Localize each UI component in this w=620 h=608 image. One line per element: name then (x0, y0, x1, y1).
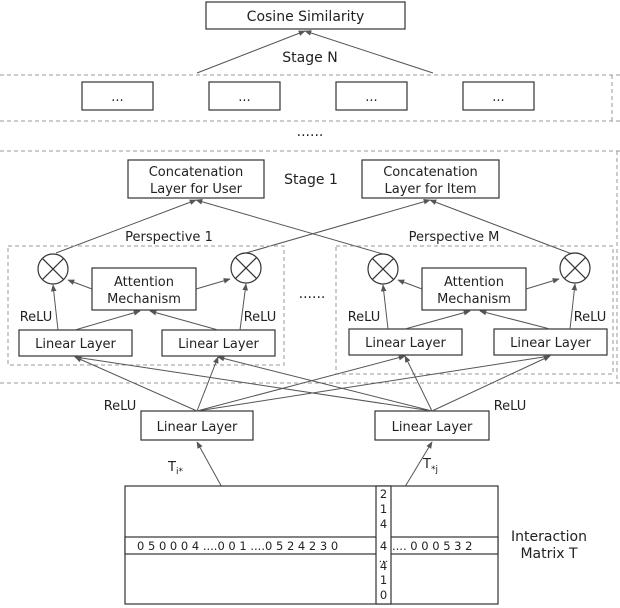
cosine-similarity-label: Cosine Similarity (247, 9, 365, 25)
linear-layer-p1-right: Linear Layer (161, 329, 276, 357)
t-row-label: Ti* (167, 460, 183, 477)
stage-n-box-2: ... (208, 81, 281, 111)
relu-label-p1-left: ReLU (20, 310, 53, 325)
interaction-matrix (124, 485, 499, 605)
multiply-node-3 (367, 253, 399, 285)
linear-layer-pm-right: Linear Layer (493, 328, 608, 356)
matrix-column-band (375, 485, 392, 605)
svg-text:Mechanism: Mechanism (107, 292, 181, 307)
svg-text:4: 4 (380, 539, 387, 553)
matrix-column-values: 2 1 4 4 ... 4 1 0 (379, 487, 389, 602)
t-col-label: T*j (422, 457, 438, 475)
concat-item-box: Concatenation Layer for Item (361, 159, 500, 199)
stage-n-box-3: ... (335, 81, 408, 111)
multiply-node-1 (37, 253, 69, 285)
stage-n-region (0, 74, 620, 122)
svg-text:Interaction: Interaction (511, 529, 587, 545)
stage-n-box-4: ... (462, 81, 535, 111)
perspective-ellipsis: ...... (299, 286, 326, 302)
svg-text:Linear Layer: Linear Layer (365, 336, 446, 351)
svg-text:...: ... (238, 90, 250, 105)
perspective-1-region (7, 245, 285, 366)
attention-box-1: Attention Mechanism (91, 267, 197, 311)
svg-text:0: 0 (380, 588, 387, 602)
stage-1-region (0, 150, 620, 384)
relu-label-item: ReLU (494, 399, 527, 414)
svg-text:Layer for Item: Layer for Item (385, 182, 477, 197)
relu-label-p1-right: ReLU (244, 310, 277, 325)
svg-text:Linear Layer: Linear Layer (510, 336, 591, 351)
matrix-row-band (124, 536, 499, 555)
svg-text:Concatenation: Concatenation (383, 165, 478, 180)
svg-text:Mechanism: Mechanism (437, 292, 511, 307)
stage-n-label: Stage N (282, 50, 337, 66)
svg-text:4: 4 (380, 517, 387, 531)
perspective-m-region (335, 245, 614, 375)
svg-text:Concatenation: Concatenation (149, 165, 244, 180)
svg-text:Layer for User: Layer for User (150, 182, 243, 197)
between-stages-ellipsis: ...... (297, 124, 324, 140)
svg-text:...: ... (111, 90, 123, 105)
svg-text:Linear Layer: Linear Layer (157, 420, 238, 435)
concat-user-box: Concatenation Layer for User (127, 159, 265, 199)
linear-layer-p1-left: Linear Layer (18, 329, 133, 357)
svg-text:1: 1 (380, 573, 387, 587)
linear-layer-pm-left: Linear Layer (348, 328, 463, 356)
svg-text:...: ... (379, 554, 389, 565)
linear-layer-item: Linear Layer (374, 410, 490, 441)
svg-text:...: ... (492, 90, 504, 105)
svg-text:4: 4 (380, 559, 387, 573)
multiply-node-4 (559, 252, 591, 284)
svg-text:Attention: Attention (444, 275, 504, 290)
perspective-1-label: Perspective 1 (125, 230, 213, 245)
svg-text:Linear Layer: Linear Layer (178, 337, 259, 352)
svg-text:Attention: Attention (114, 275, 174, 290)
stage-n-box-1: ... (81, 81, 154, 111)
relu-label-user: ReLU (104, 399, 137, 414)
multiply-node-2 (230, 252, 262, 284)
svg-text:Linear Layer: Linear Layer (392, 420, 473, 435)
svg-text:2: 2 (380, 487, 387, 501)
svg-text:...: ... (365, 90, 377, 105)
relu-label-pm-left: ReLU (348, 310, 381, 325)
linear-layer-user: Linear Layer (140, 410, 254, 441)
svg-text:1: 1 (380, 502, 387, 516)
cosine-similarity-box: Cosine Similarity (205, 1, 406, 30)
stage-1-label: Stage 1 (284, 172, 338, 188)
relu-label-pm-right: ReLU (574, 310, 607, 325)
svg-text:Matrix T: Matrix T (520, 546, 578, 562)
matrix-row-values-right: .... 0 0 0 5 3 2 (392, 539, 472, 553)
interaction-matrix-label: Interaction Matrix T (511, 529, 587, 562)
svg-text:Linear Layer: Linear Layer (35, 337, 116, 352)
matrix-row-values-left: 0 5 0 0 0 4 ....0 0 1 ....0 5 2 4 2 3 0 (137, 539, 338, 553)
perspective-m-label: Perspective M (409, 230, 500, 245)
attention-box-m: Attention Mechanism (421, 267, 527, 311)
